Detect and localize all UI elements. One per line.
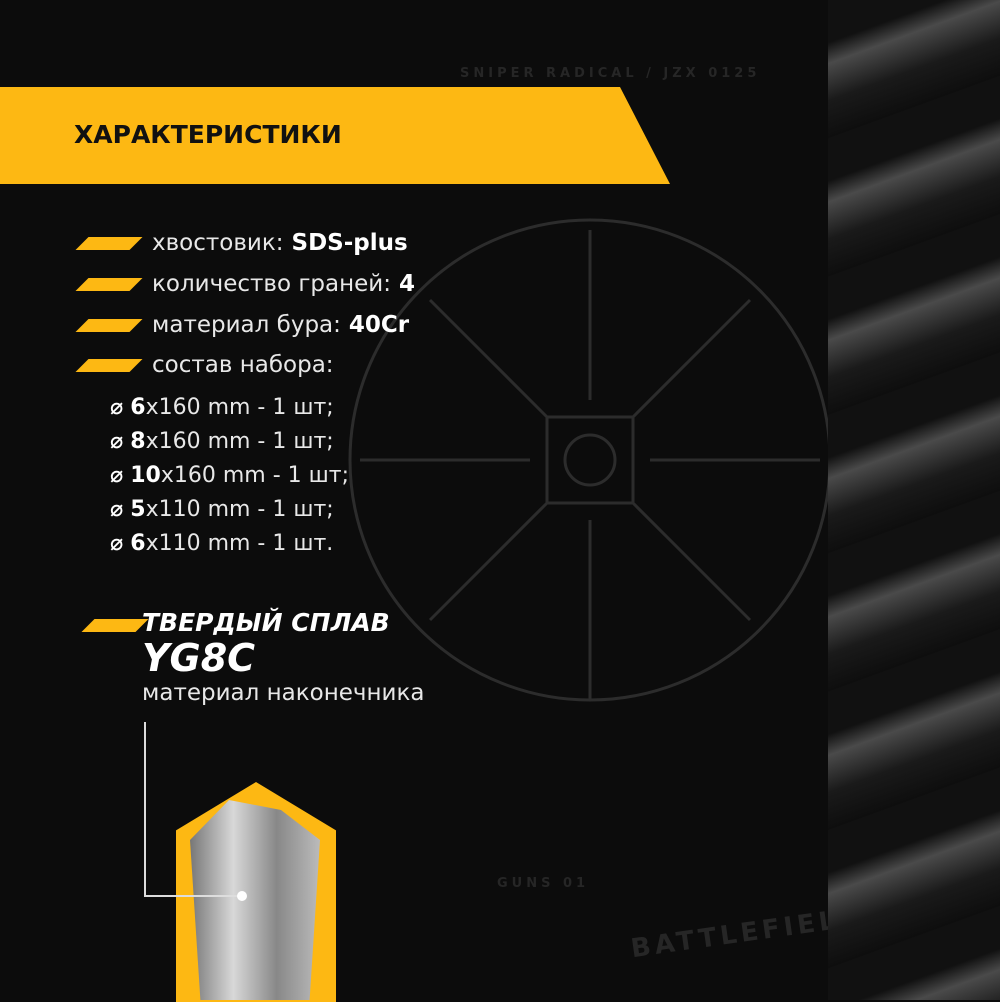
- banner-title: ХАРАКТЕРИСТИКИ: [74, 120, 342, 149]
- spec-label: количество граней:: [152, 271, 391, 297]
- spec-material: материал бура: 40Cr: [75, 312, 410, 338]
- dims: x160 mm - 1 шт;: [160, 463, 350, 488]
- diameter-icon: ⌀: [110, 497, 124, 522]
- diameter-icon: ⌀: [110, 463, 124, 488]
- dims: x160 mm - 1 шт;: [145, 395, 334, 420]
- set-item: ⌀ 6x110 mm - 1 шт.: [110, 531, 333, 556]
- set-item: ⌀ 6x160 mm - 1 шт;: [110, 395, 334, 420]
- set-item: ⌀ 10x160 mm - 1 шт;: [110, 463, 349, 488]
- spec-faces: количество граней: 4: [75, 271, 416, 297]
- spec-label: материал бура:: [152, 312, 341, 338]
- size: 6: [130, 531, 146, 556]
- drill-tip-image: [190, 800, 320, 1000]
- dims: x160 mm - 1 шт;: [145, 429, 334, 454]
- bg-label-guns: GUNS 01: [497, 876, 590, 891]
- callout-line: [144, 722, 247, 901]
- alloy-title: ТВЕРДЫЙ СПЛАВ: [142, 608, 390, 637]
- bg-label-top: SNIPER RADICAL / JZX 0125: [460, 66, 761, 81]
- spec-label: хвостовик:: [152, 230, 284, 256]
- spec-set: состав набора:: [75, 352, 334, 378]
- spec-value: 4: [399, 271, 416, 297]
- size: 10: [130, 463, 161, 488]
- diameter-icon: ⌀: [110, 531, 124, 556]
- spec-label: состав набора:: [152, 352, 334, 378]
- spec-value: 40Cr: [348, 312, 410, 338]
- diameter-icon: ⌀: [110, 395, 124, 420]
- set-item: ⌀ 5x110 mm - 1 шт;: [110, 497, 334, 522]
- alloy-caption: материал наконечника: [142, 680, 425, 706]
- dims: x110 mm - 1 шт;: [145, 497, 334, 522]
- size: 6: [130, 395, 146, 420]
- diameter-icon: ⌀: [110, 429, 124, 454]
- set-item: ⌀ 8x160 mm - 1 шт;: [110, 429, 334, 454]
- size: 5: [130, 497, 146, 522]
- spec-value: SDS-plus: [291, 230, 408, 256]
- size: 8: [130, 429, 146, 454]
- alloy-grade: YG8C: [142, 636, 256, 680]
- spec-shank: хвостовик: SDS-plus: [75, 230, 408, 256]
- dims: x110 mm - 1 шт.: [145, 531, 334, 556]
- drill-bit-image: [828, 0, 1000, 1000]
- header-banner: ХАРАКТЕРИСТИКИ: [0, 87, 670, 184]
